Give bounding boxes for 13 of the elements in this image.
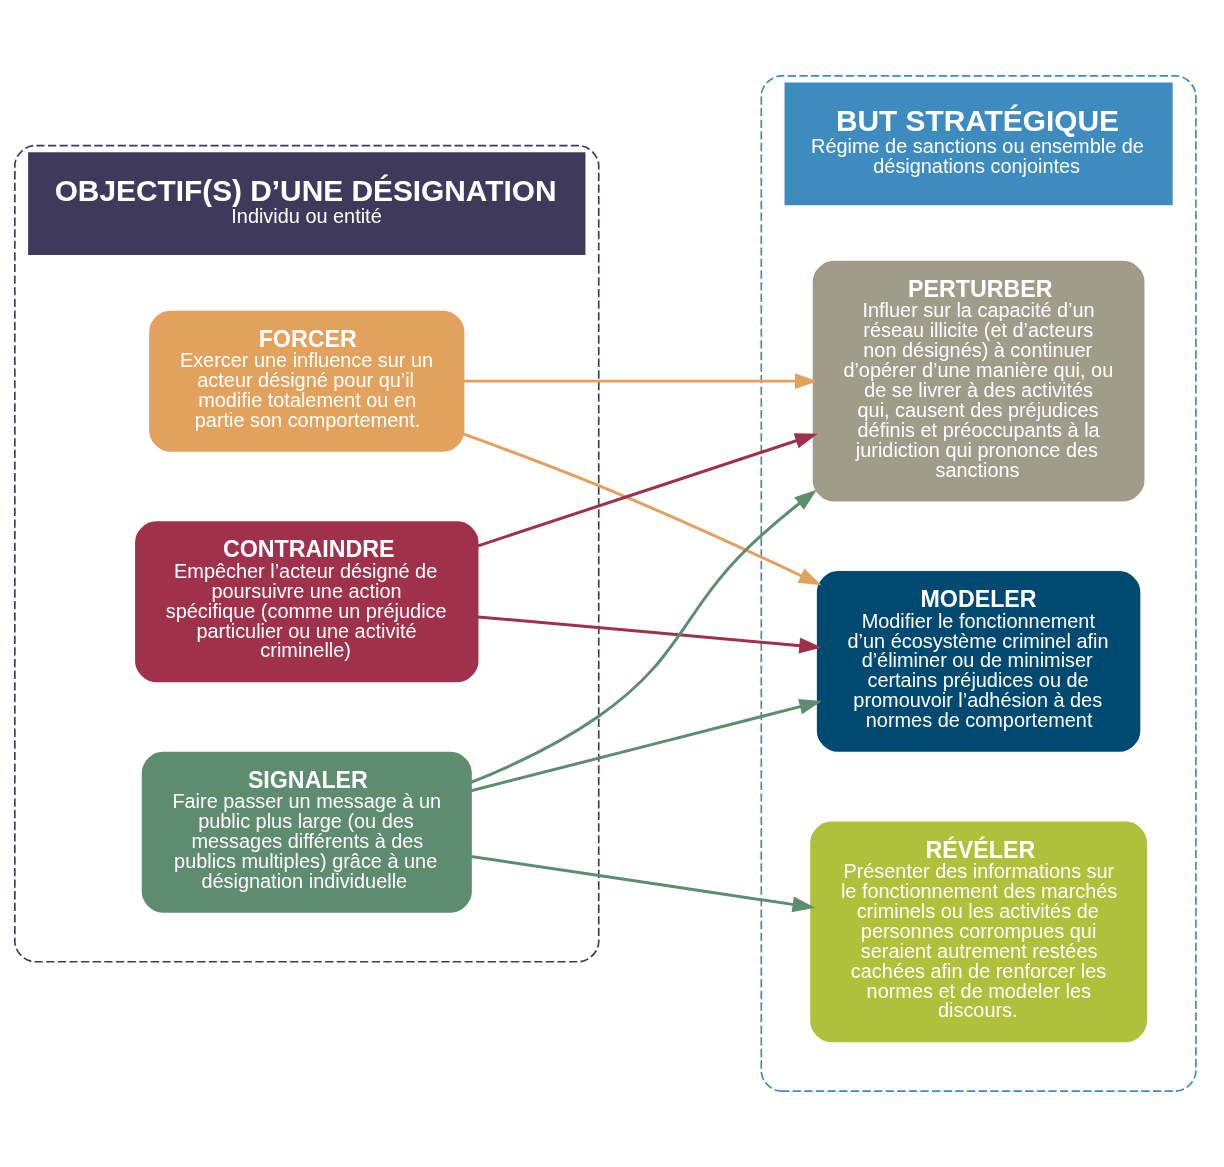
node-box: RÉVÉLER Présenter des informations sur le fonctionnement des marchés criminels ou les activités de personnes corrompues qui seraient autrement restées cachées afin de renforcer les normes et de modeler les discours. bbox=[810, 821, 1147, 1043]
node-box: SIGNALER Faire passer un message à un public plus large (ou des messages différents à des publics multiples) grâce à une désignation individuelle bbox=[141, 751, 472, 913]
arrow bbox=[463, 373, 818, 390]
arrow bbox=[470, 699, 822, 793]
node-box: FORCER Exercer une influence sur un acteur désigné pour qu’il modifie totalement ou en partie son comportement. bbox=[149, 310, 465, 452]
node-box: MODELER Modifier le fonctionnement d’un écosystème criminel afin d’éliminer ou de minimiser certains préjudices ou de promouvoir l’adhésion à des normes de comportement bbox=[816, 571, 1141, 752]
node-box: CONTRAINDRE Empêcher l’acteur désigné de poursuivre une action spécifique (comme un préjudice particulier ou une activité criminelle) bbox=[135, 521, 479, 683]
arrow bbox=[470, 855, 816, 913]
arrow bbox=[470, 489, 817, 784]
arrow bbox=[463, 432, 822, 586]
arrow bbox=[477, 433, 818, 548]
node-box: PERTURBER Influer sur la capacité d’un réseau illicite (et d’acteurs non désignés) à continuer d’opérer d’une manière qui, ou de se livrer à des activités qui, causent des préjudices définis et préoccupants à la juridiction qui prononce des sanctions bbox=[812, 260, 1145, 502]
arrow bbox=[477, 615, 822, 654]
